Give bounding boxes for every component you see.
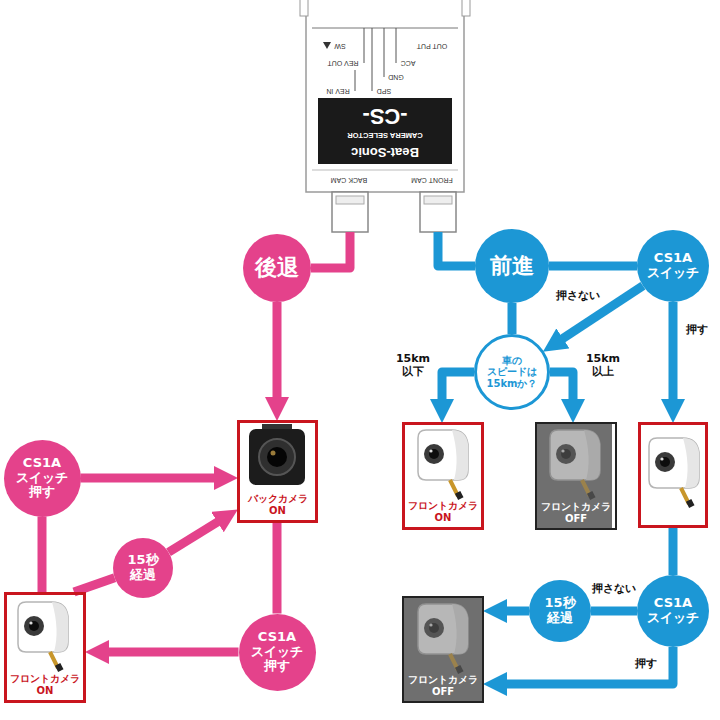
brand-text: Beat-Sonic (351, 145, 419, 160)
flow-connector (591, 607, 637, 616)
direction-circle: 後退 (243, 234, 311, 302)
flow-connector (669, 302, 678, 411)
camera-box: バックカメラ ON (237, 420, 318, 523)
camera-box (638, 422, 708, 528)
flow-connector (549, 262, 637, 271)
camera-box: フロントカメラ ON (402, 422, 484, 530)
camera-selector-unit: Beat-Sonic CAMERA SELECTOR -CS- (300, 0, 470, 232)
node-label: 後退 (255, 255, 299, 280)
terminal-label: BACK CAM (330, 176, 369, 184)
edge-label: 押す (684, 324, 710, 337)
camera-state: フロントカメラ OFF (408, 674, 478, 697)
node-label: 15秒 経過 (127, 553, 158, 583)
switch-circle: CS1A スイッチ 押す (4, 440, 81, 517)
direction-circle: 前進 (475, 229, 549, 303)
edge-label: 押す (633, 658, 659, 671)
edge-label: 15km 以上 (584, 353, 622, 378)
switch-circle: CS1A スイッチ 押す (239, 614, 316, 691)
flow-connector (553, 286, 643, 345)
flow-connector (273, 523, 282, 614)
node-label: CS1A スイッチ 押す (16, 456, 68, 501)
flow-connector (273, 302, 282, 409)
camera-box: フロントカメラ OFF (402, 596, 484, 703)
timer-circle: 15秒 経過 (113, 538, 173, 598)
terminal-label: GND (387, 73, 405, 81)
flow-connector (495, 607, 529, 616)
node-label: 前進 (490, 253, 534, 278)
terminal-label: REV OUT (326, 59, 359, 67)
node-label: 15秒 経過 (544, 596, 575, 626)
flow-connector (550, 372, 573, 411)
camera-box: フロントカメラ OFF (535, 422, 617, 530)
terminal-label: ACC (400, 59, 417, 67)
terminal-label: REV IN (325, 87, 350, 95)
switch-circle: CS1A スイッチ (637, 230, 709, 302)
flow-connector (38, 517, 47, 593)
terminal-label: SPD (376, 87, 392, 95)
edge-label: 押さない (590, 583, 638, 596)
camera-state: フロントカメラ OFF (541, 501, 611, 524)
timer-circle: 15秒 経過 (529, 580, 591, 642)
brand-text: -CS- (362, 103, 407, 128)
flow-connector (442, 372, 474, 411)
camera-state: フロントカメラ ON (10, 673, 80, 696)
terminal-label: FRONT CAM (410, 176, 453, 184)
node-label: 車の スピードは 15kmか？ (487, 355, 538, 390)
flow-connector (311, 232, 350, 268)
node-label: CS1A スイッチ 押す (251, 630, 303, 675)
camera-state: フロントカメラ ON (408, 500, 478, 523)
flow-connector (495, 647, 673, 684)
flow-connector (97, 648, 239, 657)
switch-circle: CS1A スイッチ (637, 575, 709, 647)
edge-label: 押さない (554, 290, 602, 303)
flow-connector (438, 232, 475, 266)
flow-connector (74, 578, 115, 592)
edge-label: 15km 以下 (394, 353, 432, 378)
camera-box: フロントカメラ ON (4, 592, 86, 703)
terminal-label: SW (333, 42, 346, 50)
speed-decision-circle: 車の スピードは 15kmか？ (474, 334, 550, 410)
node-label: CS1A スイッチ (647, 596, 699, 626)
node-label: CS1A スイッチ (647, 251, 699, 281)
camera-state: バックカメラ ON (248, 493, 308, 516)
flow-connector (81, 474, 227, 483)
flow-connector (169, 516, 228, 552)
brand-text: CAMERA SELECTOR (347, 131, 422, 140)
terminal-label: OUT PUT (416, 42, 449, 50)
flow-connector (508, 303, 517, 334)
flow-connector (669, 528, 678, 575)
